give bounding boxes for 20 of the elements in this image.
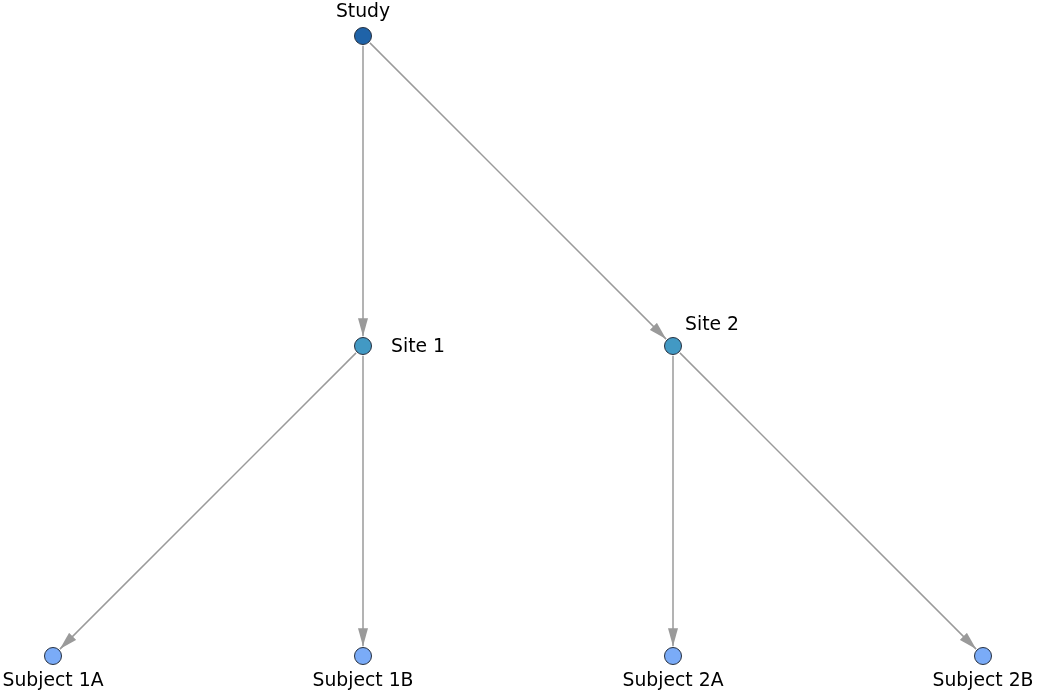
node-label: Subject 1A [2,669,104,691]
node-circle [44,647,62,665]
node-circle [354,27,372,45]
arrow [369,42,667,340]
node-label: Subject 2B [932,669,1034,691]
node-label: Subject 2A [622,669,724,691]
node-circle [664,647,682,665]
node-circle [664,337,682,355]
arrow [679,352,977,650]
node-circle [354,647,372,665]
node-label: Subject 1B [312,669,414,691]
node-label: Study [335,0,391,22]
arrow [59,352,357,650]
node-circle [974,647,992,665]
node-label: Site 1 [391,335,445,357]
arrow [668,355,678,647]
node-circle [354,337,372,355]
arrow [358,45,368,337]
node-label: Site 2 [685,313,739,335]
arrow [358,355,368,647]
